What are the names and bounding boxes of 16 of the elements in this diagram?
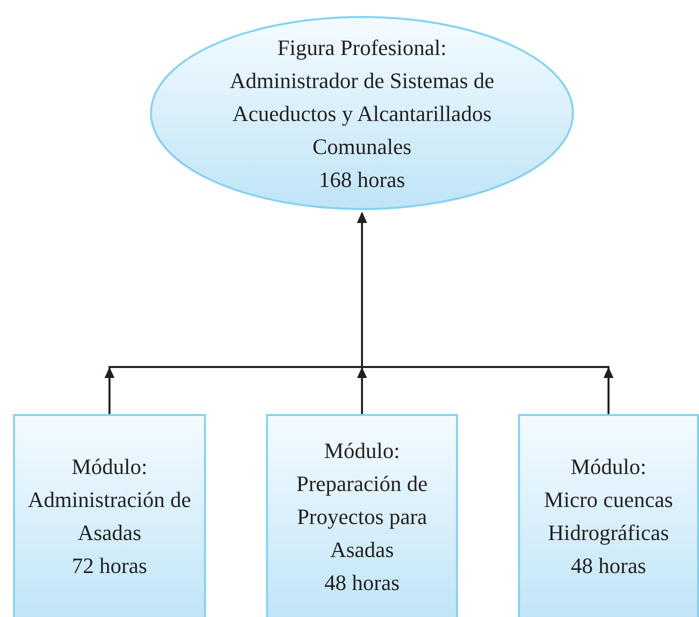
module-box (518, 414, 699, 617)
node-text: Preparación de Proyectos para Asadas (295, 470, 429, 564)
node-text: Administrador de Sistemas de Acueductos y Alcantarillados Comunales (228, 66, 496, 160)
node-text: 168 horas (318, 166, 406, 194)
module-box (13, 414, 206, 617)
ellipse-node (150, 16, 574, 210)
node-heading: Módulo: (570, 453, 646, 481)
node-text: Micro cuencas Hidrográficas (543, 486, 674, 547)
node-heading: Figura Profesional: (277, 34, 447, 62)
node-text: 72 horas (72, 552, 148, 580)
node-text: 48 horas (324, 568, 400, 596)
module-box (266, 414, 458, 617)
node-heading: Módulo: (72, 453, 148, 481)
node-heading: Módulo: (324, 436, 400, 464)
node-text: Administración de Asadas (26, 486, 192, 547)
node-text: 48 horas (570, 552, 646, 580)
